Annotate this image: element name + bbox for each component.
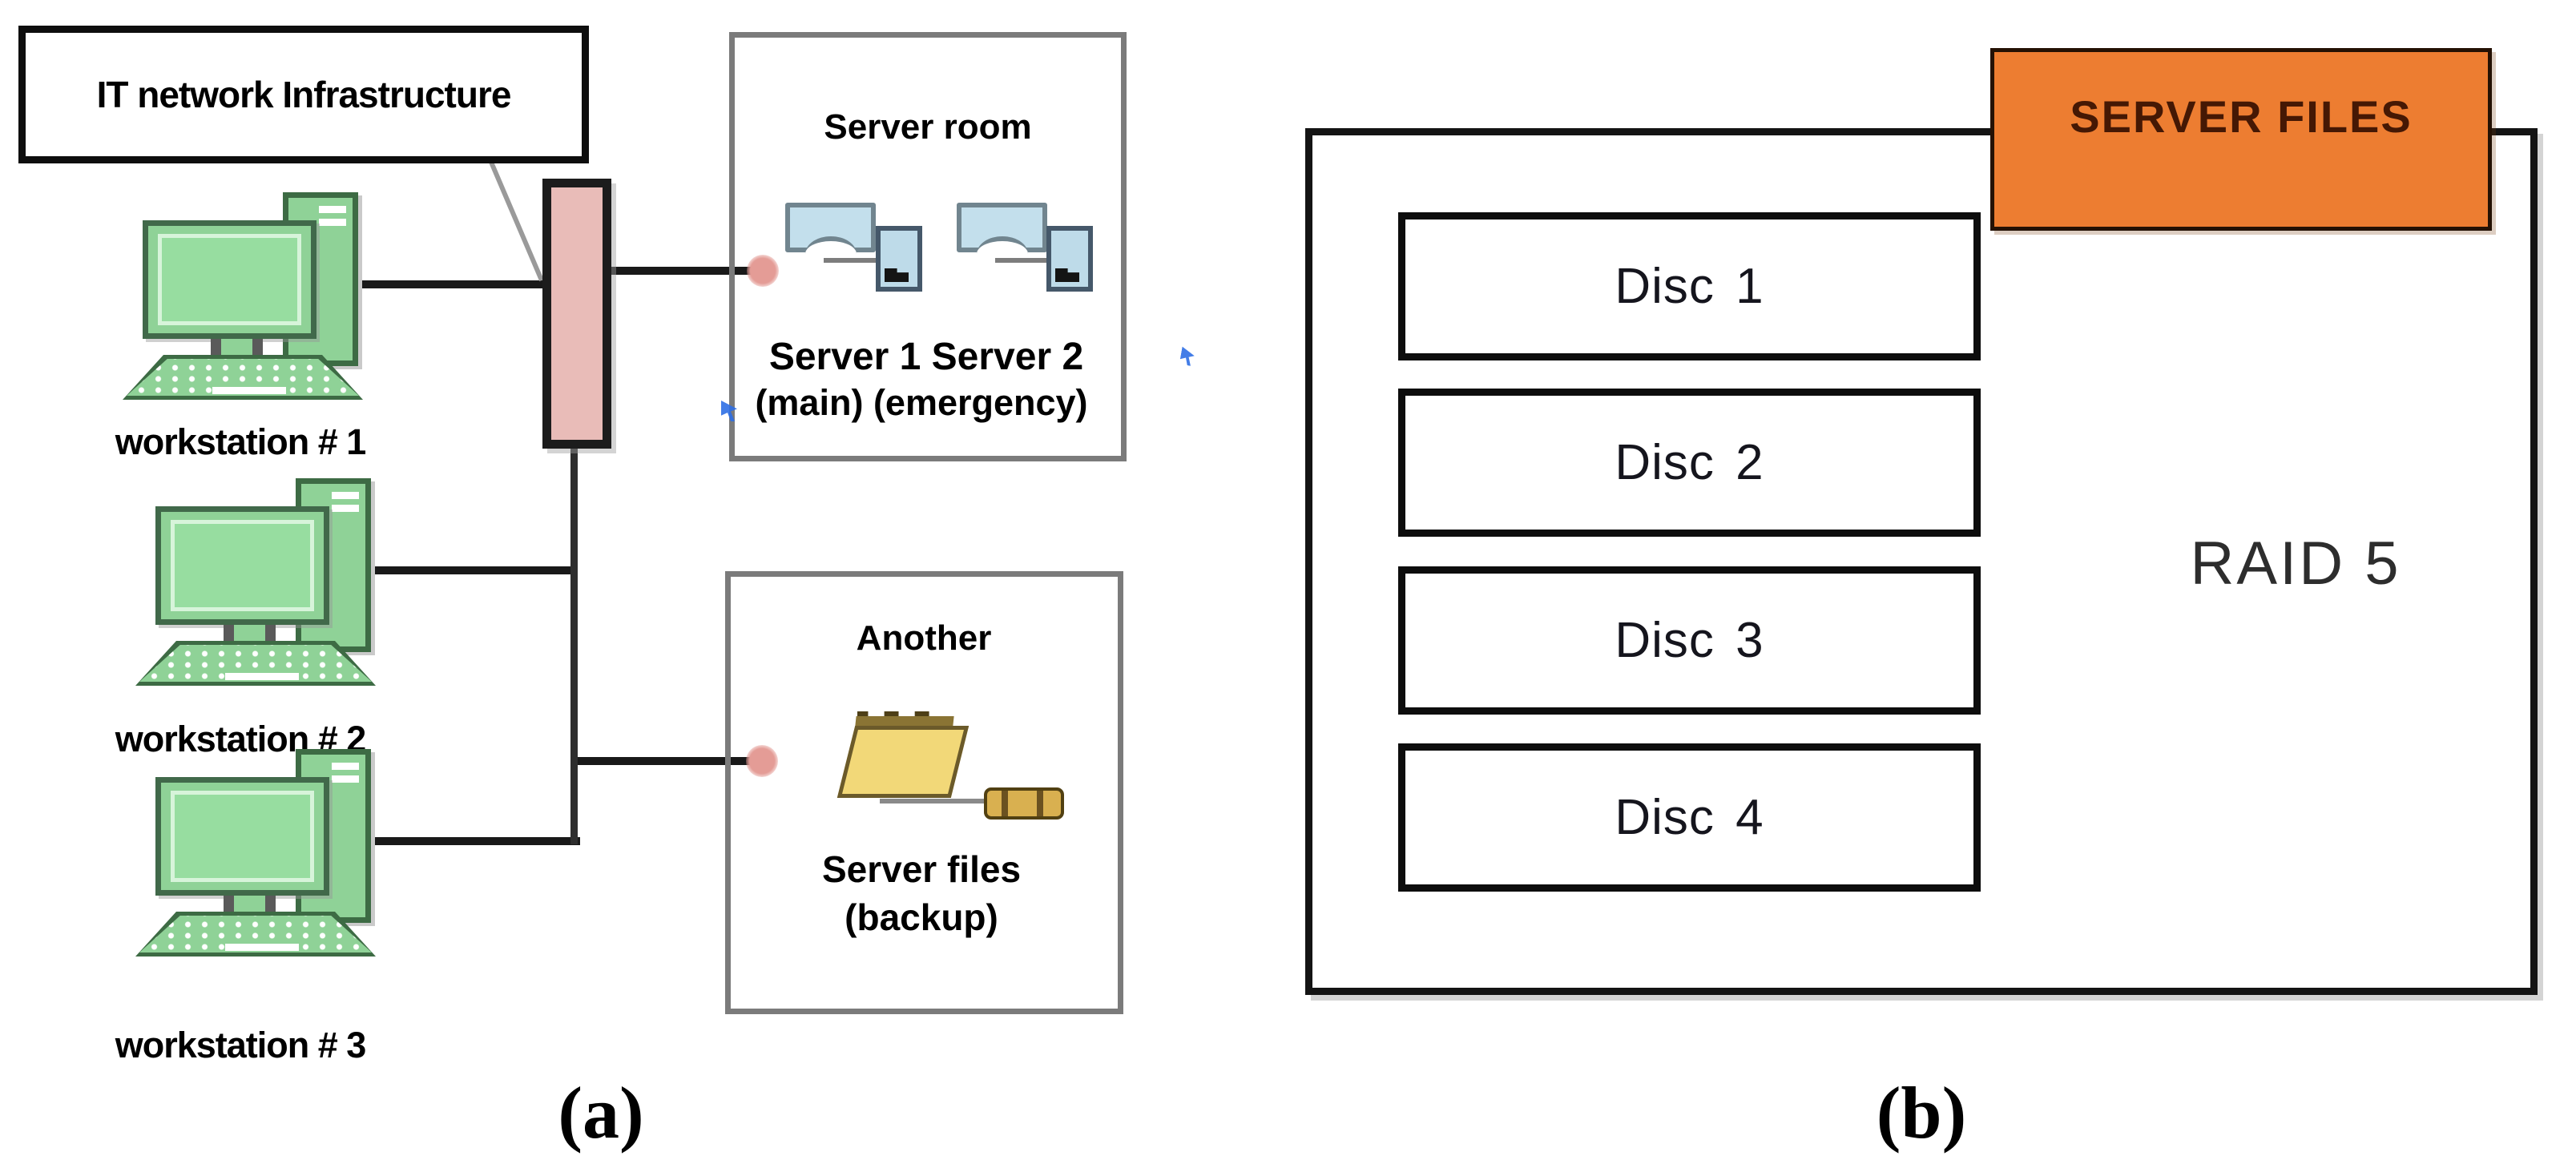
screwdriver-handle — [984, 787, 1064, 820]
server-2-icon — [957, 203, 1047, 252]
ws3-monitor — [155, 777, 329, 896]
disc-2-box: Disc 2 — [1398, 389, 1981, 537]
ws2-monitor — [155, 506, 329, 625]
server-files-header-label: SERVER FILES — [2070, 91, 2413, 142]
disc-1-label: Disc 1 — [1615, 259, 1764, 314]
ws2-spacebar — [225, 673, 299, 680]
disc-2-label: Disc 2 — [1615, 435, 1764, 490]
ws3-keyboard — [135, 912, 376, 957]
ws2-screen — [171, 520, 314, 611]
workstation-1-label: workstation # 1 — [115, 421, 367, 462]
server-files-header: SERVER FILES — [1990, 48, 2492, 231]
server-room-box — [729, 32, 1127, 461]
server-names-label: Server 1 Server 2 — [768, 336, 1084, 378]
server1-cable — [824, 258, 885, 263]
callout-line — [488, 159, 544, 282]
screwdriver-icon — [880, 799, 994, 803]
disc-4-label: Disc 4 — [1615, 790, 1764, 845]
folder-front — [836, 726, 970, 798]
ws1-screen — [158, 234, 301, 325]
line-ws1-switch — [362, 280, 546, 288]
backup-files-label: Server files — [821, 848, 1022, 890]
connector-dot-serverroom — [747, 255, 779, 287]
server2-cable — [995, 258, 1056, 263]
network-switch-icon — [542, 179, 611, 449]
server-1-tower-icon — [876, 226, 922, 292]
line-switch-serverroom — [607, 267, 756, 275]
disc-1-box: Disc 1 — [1398, 212, 1981, 360]
ws1-monitor — [143, 220, 316, 339]
folder-icon — [836, 705, 1082, 820]
disc-4-box: Disc 4 — [1398, 743, 1981, 892]
server-1-icon — [785, 203, 876, 252]
workstation-3-icon — [135, 749, 377, 957]
ws3-spacebar — [225, 944, 299, 951]
cursor-artifact-icon — [1179, 347, 1196, 367]
infrastructure-label: IT network Infrastructure — [96, 74, 512, 115]
connector-dot-backup — [746, 745, 778, 777]
backup-sub-label: (backup) — [845, 896, 998, 938]
backup-box — [725, 571, 1123, 1014]
disc-3-box: Disc 3 — [1398, 566, 1981, 715]
raid-enclosure-box — [1305, 128, 2538, 995]
line-ws2-trunk — [375, 566, 577, 574]
workstation-3-label: workstation # 3 — [115, 1025, 367, 1065]
ws3-keys — [139, 916, 372, 952]
server-roles-label: (main) (emergency) — [755, 382, 1088, 423]
backup-box-title: Another — [856, 618, 992, 658]
line-ws3-trunk — [375, 837, 580, 845]
raid-level-label: RAID 5 — [2190, 530, 2401, 598]
caption-a: (a) — [558, 1072, 644, 1154]
line-trunk-backup — [573, 757, 756, 765]
server-2-tower-icon — [1046, 226, 1093, 292]
ws3-screen — [171, 791, 314, 882]
workstation-1-icon — [123, 192, 365, 400]
disc-3-label: Disc 3 — [1615, 613, 1764, 668]
line-trunk-vertical — [570, 441, 578, 844]
infrastructure-label-box: IT network Infrastructure — [18, 26, 589, 163]
caption-b: (b) — [1876, 1072, 1967, 1154]
workstation-2-icon — [135, 478, 377, 686]
server-room-title: Server room — [824, 107, 1032, 147]
ws2-keyboard — [135, 641, 376, 686]
ws1-spacebar — [212, 387, 286, 394]
